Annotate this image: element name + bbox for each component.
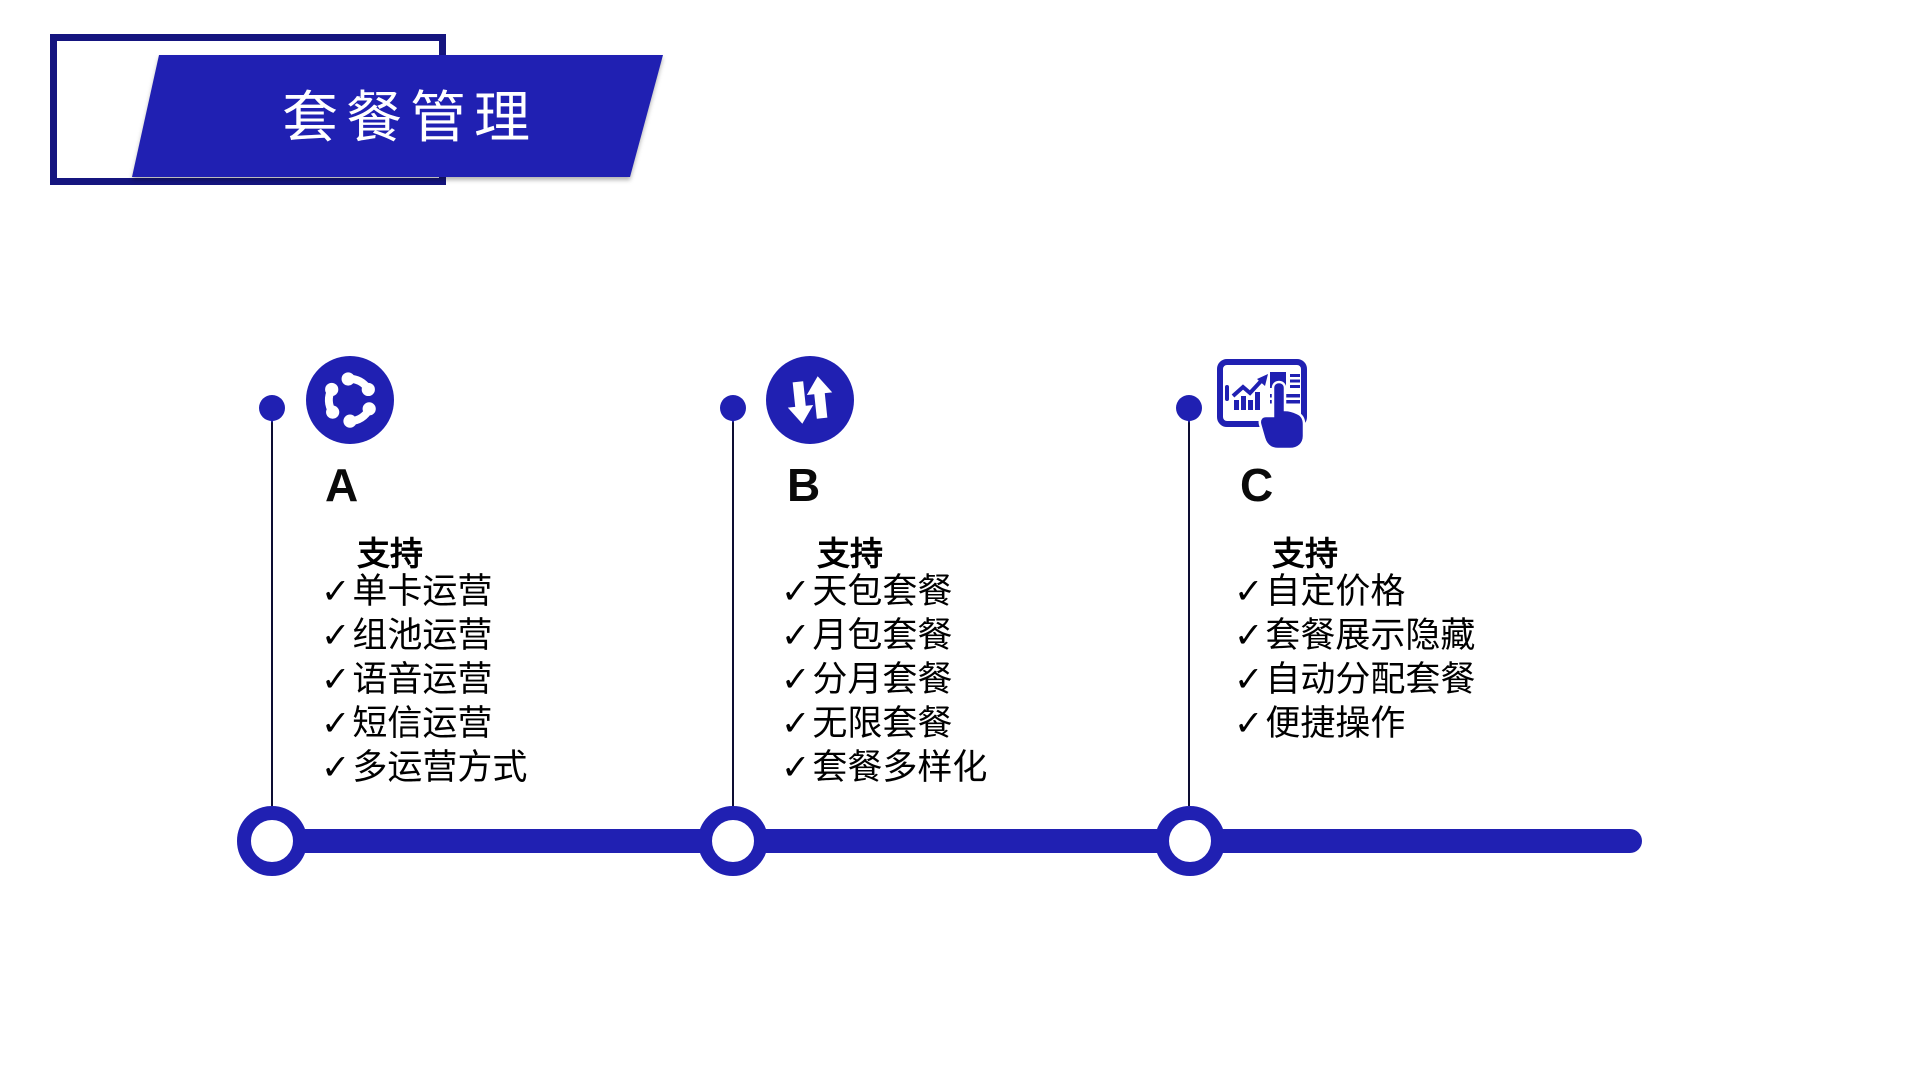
section-label-b: B [787, 459, 821, 511]
list-item-label: 自动分配套餐 [1265, 660, 1476, 699]
check-icon: ✓ [1234, 660, 1264, 699]
list-item: ✓单卡运营 [321, 570, 527, 614]
check-icon: ✓ [321, 572, 351, 611]
list-item: ✓套餐多样化 [781, 746, 987, 790]
list-item: ✓自动分配套餐 [1234, 658, 1475, 702]
cycle-sync-icon [306, 356, 394, 444]
dashboard-touch-icon [1212, 352, 1312, 457]
section-heading-b: 支持 [817, 535, 883, 572]
title-ribbon [132, 55, 663, 177]
list-item-label: 便捷操作 [1265, 704, 1406, 743]
check-icon: ✓ [781, 704, 811, 743]
section-label-c: C [1240, 459, 1274, 511]
list-item-label: 套餐多样化 [812, 748, 988, 787]
check-icon: ✓ [781, 572, 811, 611]
list-item-label: 分月套餐 [812, 660, 953, 699]
list-item-label: 套餐展示隐藏 [1265, 616, 1476, 655]
connector-line-c [1188, 420, 1190, 806]
list-item-label: 组池运营 [352, 616, 493, 655]
list-item-label: 语音运营 [352, 660, 493, 699]
check-icon: ✓ [1234, 704, 1264, 743]
list-item: ✓便捷操作 [1234, 702, 1475, 746]
section-label-a: A [325, 459, 359, 511]
list-item: ✓多运营方式 [321, 746, 527, 790]
check-icon: ✓ [781, 616, 811, 655]
section-heading-a: 支持 [357, 535, 423, 572]
list-item: ✓无限套餐 [781, 702, 987, 746]
timeline-dot-b [720, 395, 746, 421]
check-icon: ✓ [1234, 616, 1264, 655]
check-icon: ✓ [321, 660, 351, 699]
list-item-label: 多运营方式 [352, 748, 528, 787]
connector-line-a [271, 420, 273, 806]
feature-list-a: ✓单卡运营 ✓组池运营 ✓语音运营 ✓短信运营 ✓多运营方式 [321, 570, 527, 790]
timeline-node-c [1155, 806, 1225, 876]
list-item-label: 无限套餐 [812, 704, 953, 743]
list-item: ✓天包套餐 [781, 570, 987, 614]
check-icon: ✓ [781, 660, 811, 699]
feature-list-c: ✓自定价格 ✓套餐展示隐藏 ✓自动分配套餐 ✓便捷操作 [1234, 570, 1475, 746]
list-item: ✓组池运营 [321, 614, 527, 658]
list-item: ✓分月套餐 [781, 658, 987, 702]
list-item: ✓短信运营 [321, 702, 527, 746]
timeline-dot-a [259, 395, 285, 421]
check-icon: ✓ [321, 704, 351, 743]
list-item-label: 月包套餐 [812, 616, 953, 655]
feature-list-b: ✓天包套餐 ✓月包套餐 ✓分月套餐 ✓无限套餐 ✓套餐多样化 [781, 570, 987, 790]
check-icon: ✓ [321, 748, 351, 787]
check-icon: ✓ [781, 748, 811, 787]
check-icon: ✓ [1234, 572, 1264, 611]
list-item: ✓自定价格 [1234, 570, 1475, 614]
timeline-node-b [698, 806, 768, 876]
list-item: ✓语音运营 [321, 658, 527, 702]
connector-line-b [732, 420, 734, 806]
list-item-label: 短信运营 [352, 704, 493, 743]
check-icon: ✓ [321, 616, 351, 655]
timeline-dot-c [1176, 395, 1202, 421]
timeline-bar [272, 829, 1642, 853]
page-title: 套餐管理 [282, 86, 538, 149]
swap-arrows-icon [766, 356, 854, 444]
section-heading-c: 支持 [1272, 535, 1338, 572]
list-item: ✓套餐展示隐藏 [1234, 614, 1475, 658]
list-item-label: 单卡运营 [352, 572, 493, 611]
list-item-label: 天包套餐 [812, 572, 953, 611]
list-item-label: 自定价格 [1265, 572, 1406, 611]
timeline-node-a [237, 806, 307, 876]
list-item: ✓月包套餐 [781, 614, 987, 658]
